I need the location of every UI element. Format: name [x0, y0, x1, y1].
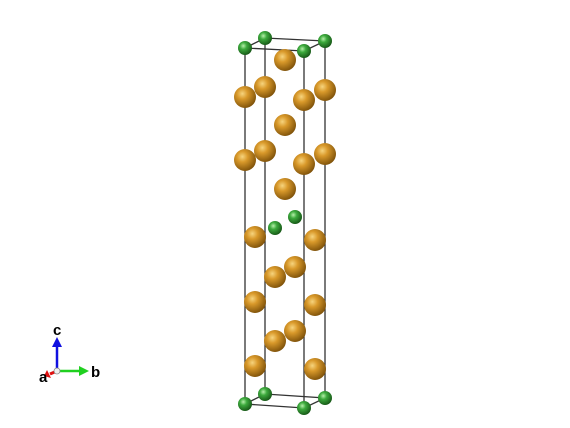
a-axis-arrowhead	[44, 370, 51, 378]
gold-atom[interactable]	[284, 256, 306, 278]
gold-atom[interactable]	[234, 149, 256, 171]
gold-atom[interactable]	[254, 76, 276, 98]
axis-triad: c b a	[39, 322, 100, 386]
gold-atom[interactable]	[304, 294, 326, 316]
gold-atom[interactable]	[264, 266, 286, 288]
gold-atom[interactable]	[244, 226, 266, 248]
gold-atom[interactable]	[274, 114, 296, 136]
green-atom[interactable]	[318, 391, 332, 405]
green-atom[interactable]	[297, 44, 311, 58]
gold-atom[interactable]	[293, 89, 315, 111]
green-atom[interactable]	[288, 210, 302, 224]
b-axis-arrowhead	[79, 366, 89, 376]
gold-atom[interactable]	[274, 49, 296, 71]
gold-atom[interactable]	[304, 358, 326, 380]
gold-atom[interactable]	[284, 320, 306, 342]
cell-edge	[244, 393, 328, 409]
gold-atom[interactable]	[304, 229, 326, 251]
gold-atom[interactable]	[293, 153, 315, 175]
gold-atom[interactable]	[314, 79, 336, 101]
gold-atom[interactable]	[234, 86, 256, 108]
green-atom[interactable]	[297, 401, 311, 415]
c-axis-arrowhead	[52, 337, 62, 347]
green-atom[interactable]	[268, 221, 282, 235]
green-atom[interactable]	[318, 34, 332, 48]
gold-atom[interactable]	[244, 355, 266, 377]
c-axis-label: c	[53, 322, 61, 339]
gold-atom[interactable]	[264, 330, 286, 352]
gold-atom[interactable]	[244, 291, 266, 313]
green-atom[interactable]	[258, 387, 272, 401]
green-atom[interactable]	[238, 397, 252, 411]
gold-atom[interactable]	[274, 178, 296, 200]
axis-origin	[53, 367, 61, 375]
green-atom[interactable]	[258, 31, 272, 45]
a-axis-label: a	[39, 369, 48, 386]
gold-atom[interactable]	[254, 140, 276, 162]
gold-atom[interactable]	[314, 143, 336, 165]
green-atom[interactable]	[238, 41, 252, 55]
atoms-layer	[234, 31, 336, 415]
b-axis-label: b	[91, 364, 100, 381]
